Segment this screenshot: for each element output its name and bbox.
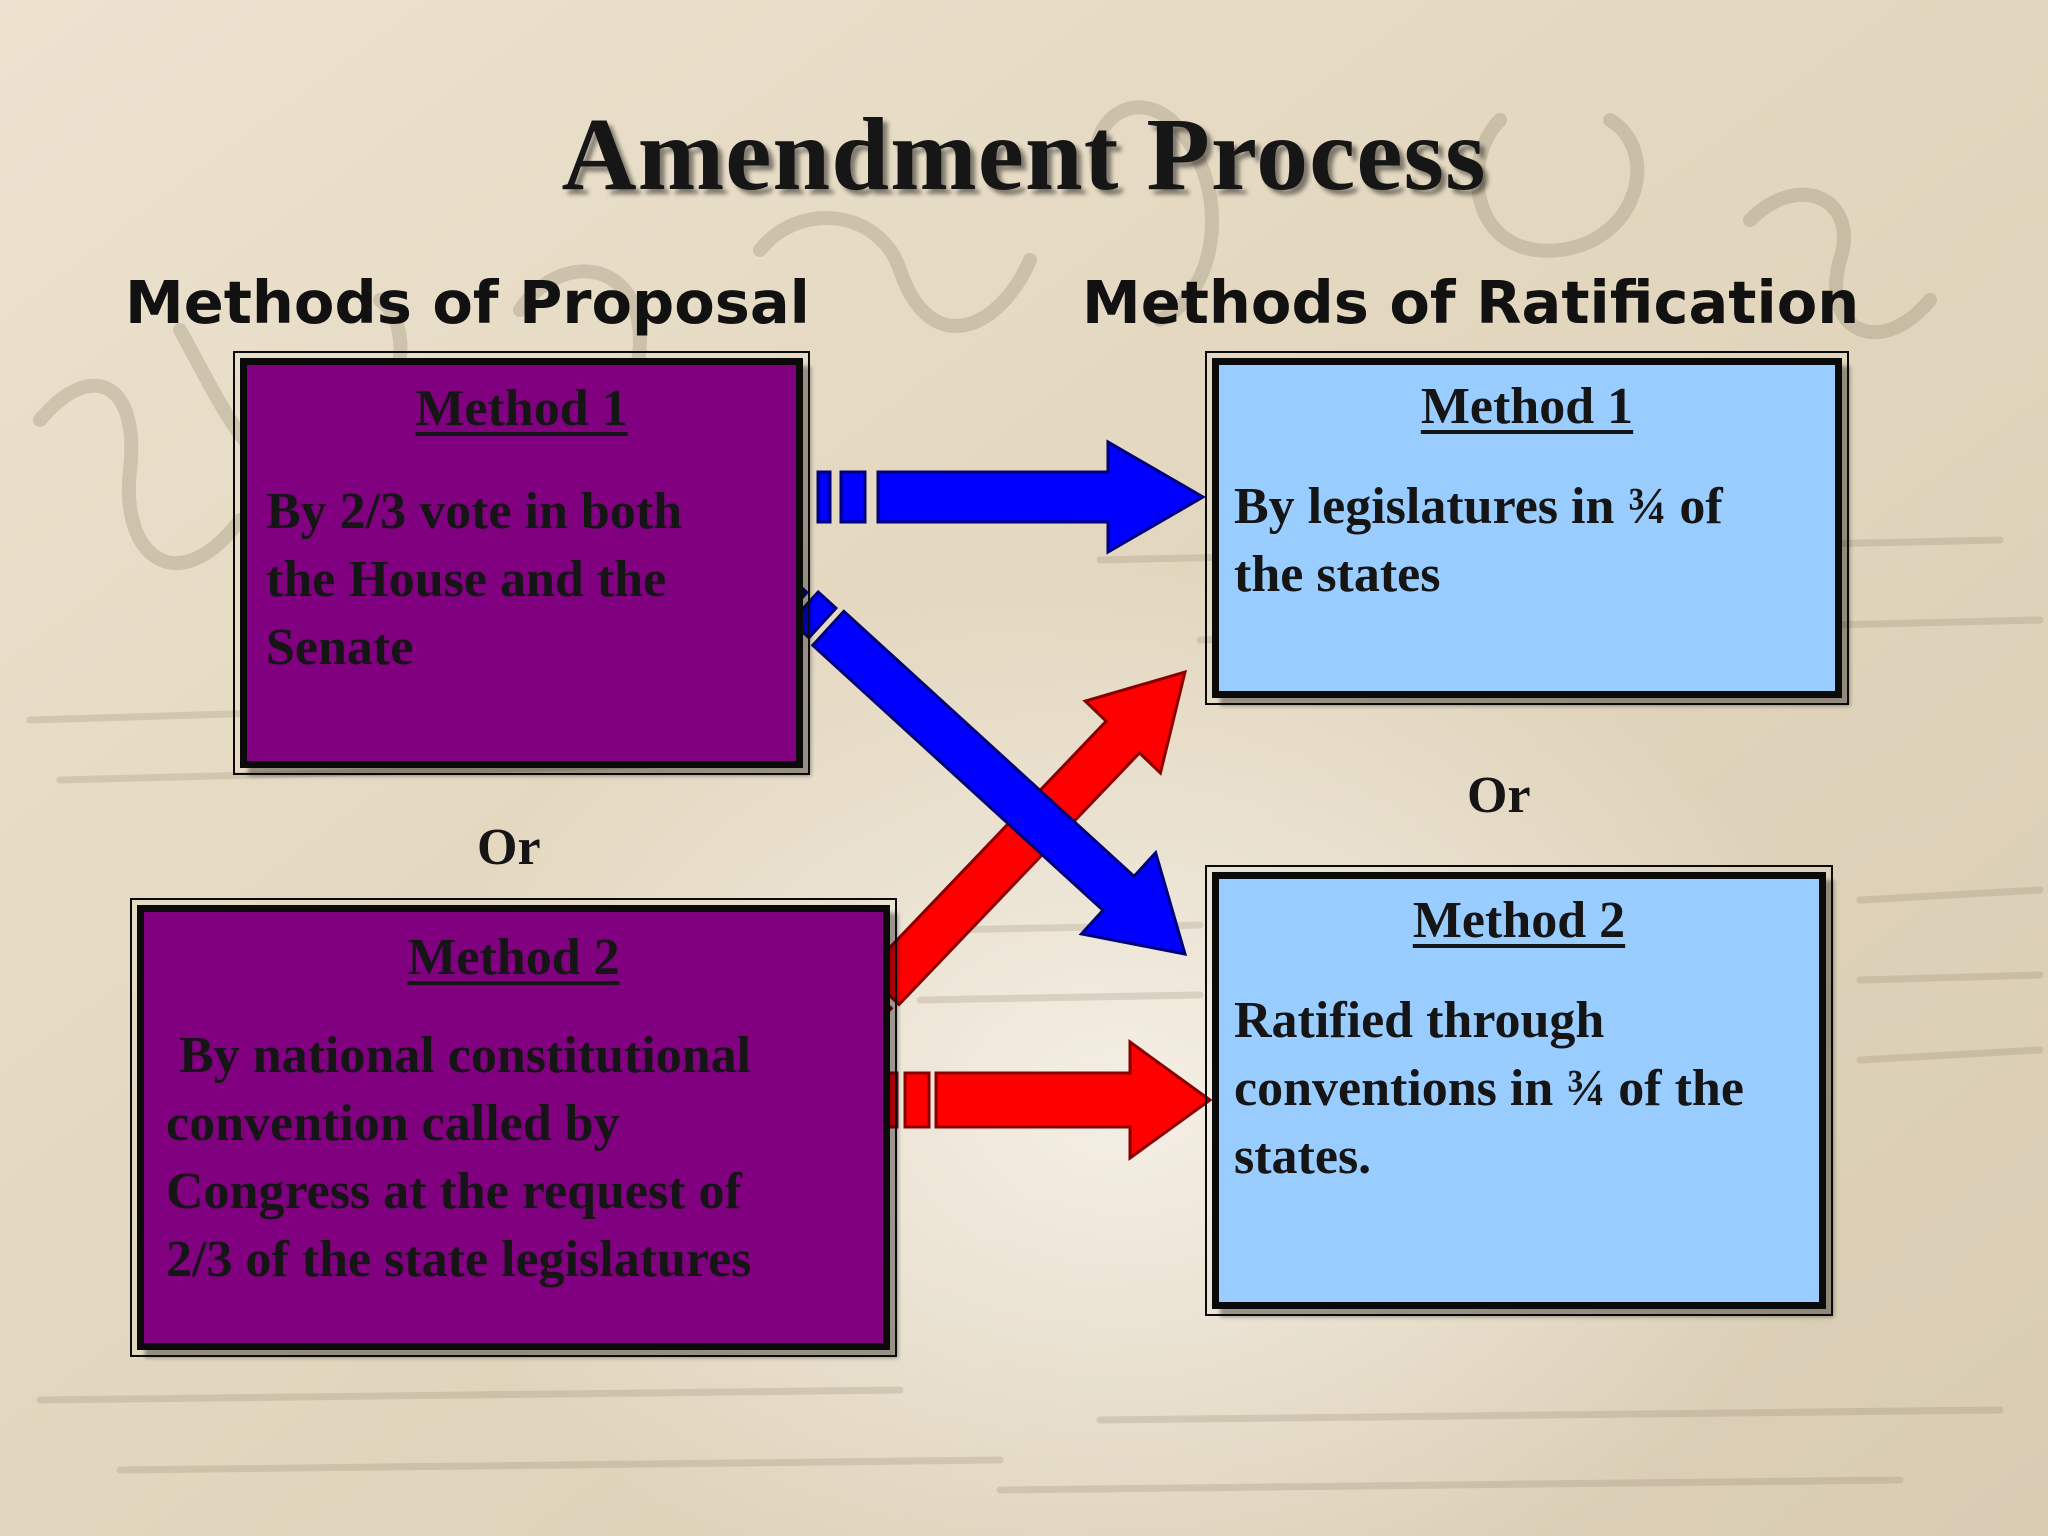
proposal-method-1-text: By 2/3 vote in both the House and the Se… xyxy=(266,478,786,682)
text-line: 2/3 of the state legislatures xyxy=(166,1231,752,1288)
text-line: Senate xyxy=(266,619,414,676)
ratification-method-2-heading: Method 2 xyxy=(1412,892,1626,949)
text-line: Congress at the request of xyxy=(166,1163,742,1220)
ratification-method-1-box: Method 1 By legislatures in ¾ of the sta… xyxy=(1205,351,1849,705)
slide-title: Amendment Process xyxy=(561,97,1487,212)
ratification-column-heading: Methods of Ratification xyxy=(1082,268,1860,337)
ratification-method-2-box: Method 2 Ratified through conventions in… xyxy=(1205,865,1833,1316)
ratification-method-1-heading: Method 1 xyxy=(1420,378,1634,435)
text-line: states. xyxy=(1234,1128,1372,1185)
text-line: conventions in ¾ of the xyxy=(1234,1060,1744,1117)
proposal-or-label: Or xyxy=(477,819,541,876)
proposal-method-2-text: By national constitutional convention ca… xyxy=(166,1022,886,1294)
red-horizontal-arrow xyxy=(883,1039,1213,1161)
ratification-method-2-text: Ratified through conventions in ¾ of the… xyxy=(1234,987,1824,1191)
text-line: By legislatures in ¾ of xyxy=(1234,478,1723,535)
text-line: By national constitutional xyxy=(166,1027,752,1084)
ratification-method-1-text: By legislatures in ¾ of the states xyxy=(1234,473,1834,609)
text-line: convention called by xyxy=(166,1095,620,1152)
text-line: the House and the xyxy=(266,551,667,608)
blue-horizontal-arrow xyxy=(816,439,1206,555)
text-line: Ratified through xyxy=(1234,992,1605,1049)
proposal-column-heading: Methods of Proposal xyxy=(125,268,810,337)
ratification-or-label: Or xyxy=(1467,767,1531,824)
text-line: the states xyxy=(1234,546,1441,603)
proposal-method-1-heading: Method 1 xyxy=(415,380,628,437)
proposal-method-1-box: Method 1 By 2/3 vote in both the House a… xyxy=(233,351,810,775)
text-line: By 2/3 vote in both xyxy=(266,483,683,540)
proposal-method-2-heading: Method 2 xyxy=(407,929,620,986)
proposal-method-2-box: Method 2 By national constitutional conv… xyxy=(130,898,897,1357)
